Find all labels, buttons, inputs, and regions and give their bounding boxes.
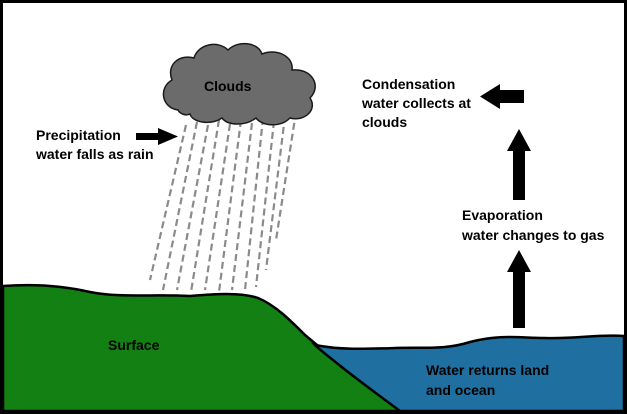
evaporation-title: Evaporation: [462, 207, 543, 223]
arrow-right-icon: [136, 128, 178, 145]
precipitation-label: Precipitation water falls as rain: [35, 127, 154, 162]
evaporation-line-2: water changes to gas: [461, 227, 605, 243]
arrow-up-icon: [507, 129, 531, 200]
surface-label: Surface: [108, 337, 160, 353]
precipitation-line-2: water falls as rain: [35, 146, 154, 162]
condensation-line-2: water collects at: [361, 95, 471, 111]
water-body: [311, 334, 626, 413]
condensation-label: Condensation water collects at clouds: [361, 76, 471, 130]
cloud-icon: [162, 42, 316, 126]
water-label: Water returns land and ocean: [426, 362, 549, 398]
precipitation-title: Precipitation: [36, 127, 121, 143]
arrow-left-icon: [480, 84, 524, 109]
water-line-1: Water returns land: [426, 362, 549, 378]
arrow-up-icon: [507, 250, 531, 328]
clouds-label: Clouds: [204, 78, 252, 94]
condensation-line-3: clouds: [362, 114, 407, 130]
condensation-title: Condensation: [362, 76, 455, 92]
evaporation-label: Evaporation water changes to gas: [461, 207, 605, 243]
rain-streaks: [148, 111, 298, 293]
water-line-2: and ocean: [426, 382, 495, 398]
